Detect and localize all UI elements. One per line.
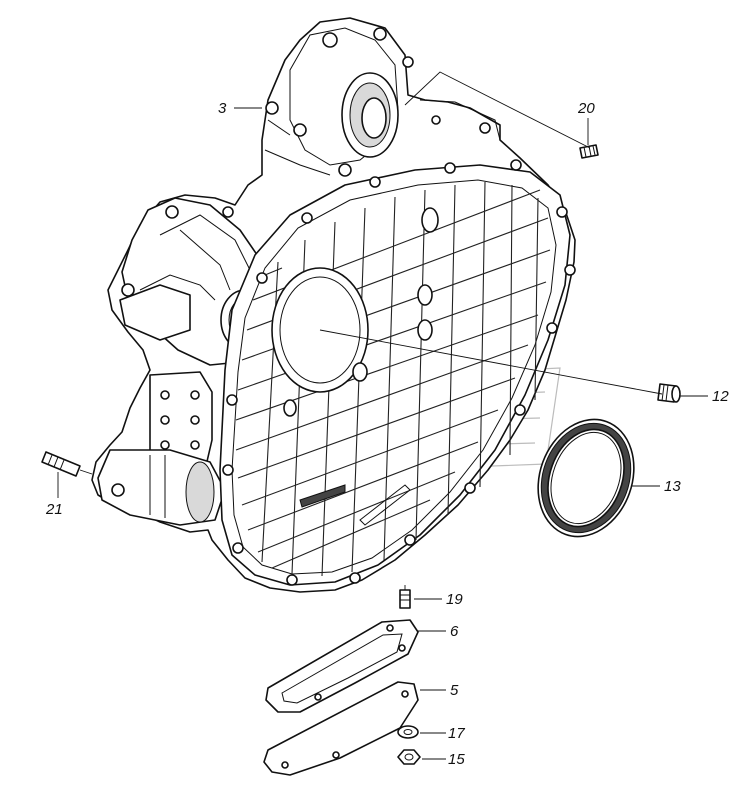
label-19: 19 [446,591,463,608]
flange-bolt-holes [222,159,576,586]
stud-part-19 [399,589,411,609]
gasket-part-6 [265,619,419,713]
cover-plate-part-5 [263,681,419,776]
label-17: 17 [448,725,465,742]
flywheel-housing [91,17,576,593]
nut-part-15 [397,749,421,765]
label-3: 3 [218,100,227,117]
leader-lines [57,107,708,760]
label-12: 12 [712,388,729,405]
washer-part-17 [397,725,419,739]
label-5: 5 [450,682,459,699]
label-6: 6 [450,623,459,640]
label-20: 20 [577,100,595,117]
label-21: 21 [45,501,63,518]
stud-part-21 [41,451,81,477]
label-15: 15 [448,751,465,768]
label-13: 13 [664,478,681,495]
plug-part-12 [657,383,681,403]
flange-rib-grid [235,181,551,577]
seal-ring-part-13 [537,418,635,538]
plug-part-20 [579,144,599,159]
assembly-lines [79,71,663,590]
callout-labels: 3 20 12 13 21 19 6 5 17 15 [45,100,729,768]
